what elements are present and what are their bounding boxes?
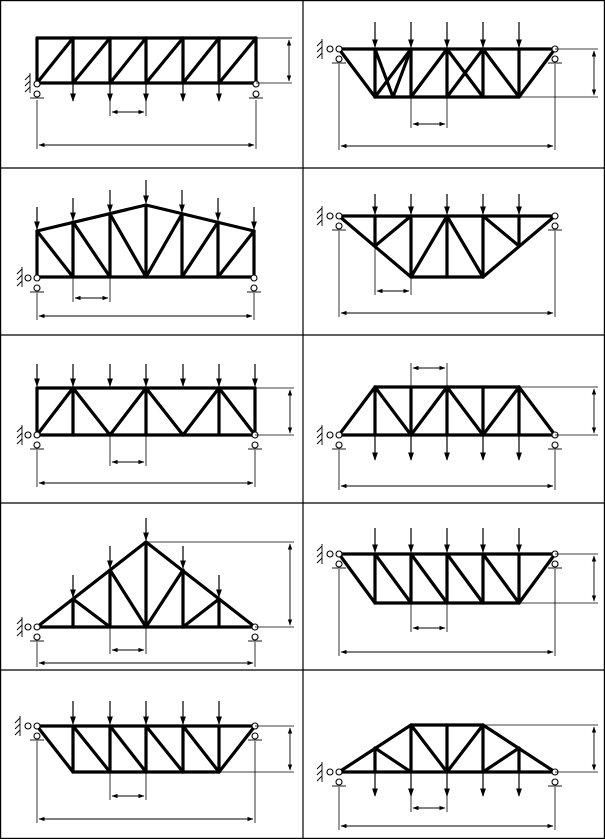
truss-members: [35, 203, 256, 279]
supports: [316, 544, 562, 569]
supports: [16, 617, 262, 642]
load-arrows: [372, 435, 522, 461]
truss-members: [337, 214, 557, 279]
load-arrows: [34, 364, 258, 387]
truss-members: [337, 47, 557, 99]
truss-members: [337, 552, 557, 605]
dimension-lines: [36, 725, 294, 823]
truss-panel-7: [16, 518, 294, 667]
truss-panel-10: [316, 723, 598, 830]
supports: [24, 73, 263, 99]
dimension-lines: [338, 363, 598, 490]
truss-members: [337, 723, 557, 774]
supports: [316, 39, 562, 64]
truss-members: [35, 36, 258, 85]
load-arrows: [372, 22, 522, 48]
dimension-lines: [338, 724, 598, 830]
load-arrows: [34, 180, 257, 230]
truss-members: [35, 386, 257, 437]
supports: [14, 716, 262, 741]
load-arrows: [372, 194, 522, 215]
supports: [316, 425, 562, 450]
supports: [316, 206, 562, 231]
truss-panel-8: [316, 528, 598, 656]
load-arrows: [70, 83, 222, 102]
dimension-lines: [36, 37, 292, 149]
truss-panel-4: [316, 194, 562, 317]
load-arrows: [70, 701, 222, 725]
truss-panel-6: [316, 363, 598, 490]
dimension-lines: [36, 387, 294, 487]
truss-members: [35, 724, 257, 774]
truss-members: [35, 540, 257, 629]
truss-panel-9: [14, 701, 294, 823]
dimension-lines: [338, 553, 598, 656]
truss-panel-5: [16, 364, 294, 487]
load-arrows: [372, 528, 522, 553]
supports: [316, 762, 562, 787]
supports: [16, 425, 262, 450]
truss-members: [337, 385, 557, 437]
dimension-lines: [338, 231, 556, 317]
dimension-lines: [338, 48, 598, 150]
dimension-lines: [36, 541, 294, 667]
truss-panel-3: [16, 180, 261, 320]
load-arrows: [70, 518, 222, 598]
truss-panel-1: [24, 36, 292, 149]
dimension-lines: [36, 277, 255, 320]
supports: [16, 267, 261, 293]
truss-panel-2: [316, 22, 598, 150]
